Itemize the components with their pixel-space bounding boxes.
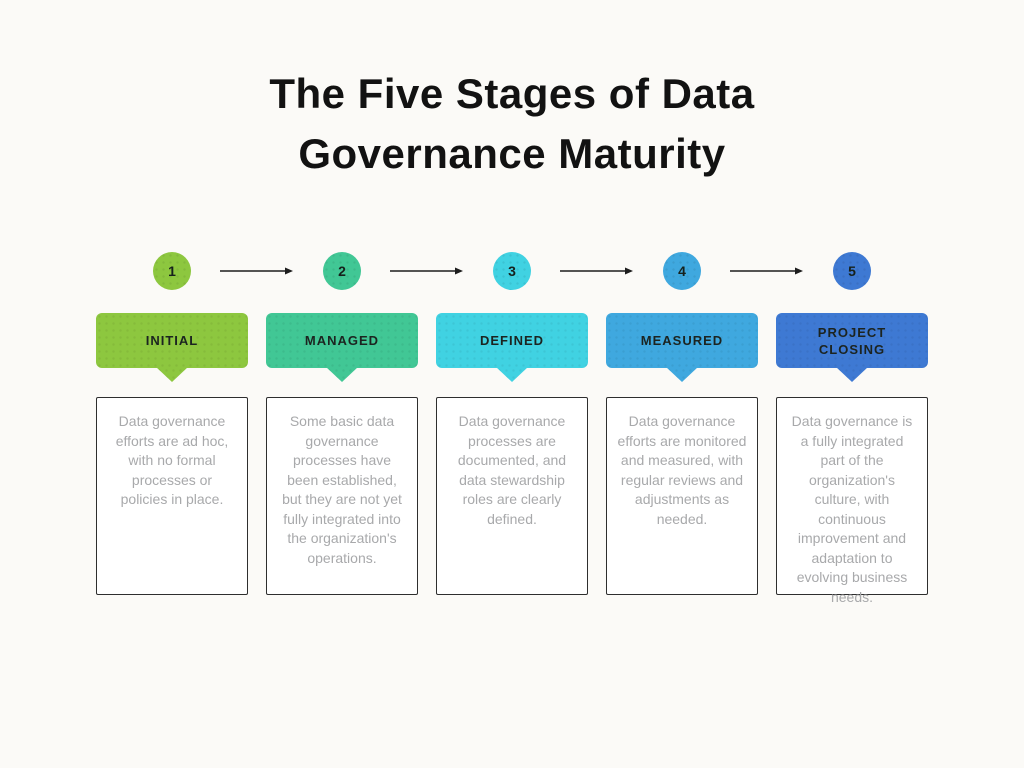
pointer-tail bbox=[836, 367, 868, 382]
pointer-tail bbox=[156, 367, 188, 382]
pointer-tail bbox=[326, 367, 358, 382]
stage-header-initial: INITIAL bbox=[96, 313, 248, 382]
stage-description: Some basic data governance processes hav… bbox=[282, 413, 402, 566]
stage-description-box-4: Data governance efforts are monitored an… bbox=[606, 397, 758, 595]
stage-number-badge-3: 3 bbox=[493, 252, 531, 290]
stage-label: INITIAL bbox=[145, 333, 199, 348]
stage-column-5: PROJECT CLOSING bbox=[776, 313, 928, 382]
stage-column-3: DEFINED bbox=[436, 313, 588, 382]
stage-header-measured: MEASURED bbox=[606, 313, 758, 382]
stage-column-4: 4 bbox=[606, 252, 758, 290]
stage-description-row: Data governance efforts are ad hoc, with… bbox=[96, 397, 928, 605]
stage-column-4: MEASURED bbox=[606, 313, 758, 382]
stage-number-badge-1: 1 bbox=[153, 252, 191, 290]
stage-description: Data governance processes are documented… bbox=[457, 413, 567, 527]
page-title-line2: Governance Maturity bbox=[298, 130, 726, 177]
pointer-tail bbox=[496, 367, 528, 382]
arrow-right-icon bbox=[220, 267, 293, 275]
stage-column-1: 1 bbox=[96, 252, 248, 290]
stage-column-5: Data governance is a fully integrated pa… bbox=[776, 397, 928, 605]
stage-column-5: 5 bbox=[776, 252, 928, 290]
arrow-right-icon bbox=[560, 267, 633, 275]
stage-column-2: 2 bbox=[266, 252, 418, 290]
stage-number-badge-4: 4 bbox=[663, 252, 701, 290]
page-title: The Five Stages of Data Governance Matur… bbox=[0, 0, 1024, 184]
stage-description: Data governance is a fully integrated pa… bbox=[791, 413, 913, 605]
stage-column-2: Some basic data governance processes hav… bbox=[266, 397, 418, 595]
stage-description: Data governance efforts are ad hoc, with… bbox=[115, 413, 229, 507]
stage-column-2: MANAGED bbox=[266, 313, 418, 382]
stage-column-3: Data governance processes are documented… bbox=[436, 397, 588, 595]
stage-description-box-2: Some basic data governance processes hav… bbox=[266, 397, 418, 595]
stage-label-row: INITIAL MANAGED DEFINED MEASURED bbox=[96, 313, 928, 382]
stage-column-1: Data governance efforts are ad hoc, with… bbox=[96, 397, 248, 595]
arrow-right-icon bbox=[730, 267, 803, 275]
stage-header-project-closing: PROJECT CLOSING bbox=[776, 313, 928, 382]
stage-number-badge-5: 5 bbox=[833, 252, 871, 290]
arrow-right-icon bbox=[390, 267, 463, 275]
stage-column-1: INITIAL bbox=[96, 313, 248, 382]
stage-number-badge-2: 2 bbox=[323, 252, 361, 290]
stage-column-4: Data governance efforts are monitored an… bbox=[606, 397, 758, 595]
stage-column-3: 3 bbox=[436, 252, 588, 290]
stage-label: MANAGED bbox=[304, 333, 380, 348]
stage-label: MEASURED bbox=[640, 333, 724, 348]
stage-description-box-3: Data governance processes are documented… bbox=[436, 397, 588, 595]
stage-description: Data governance efforts are monitored an… bbox=[617, 413, 747, 527]
stage-description-box-1: Data governance efforts are ad hoc, with… bbox=[96, 397, 248, 595]
stage-description-box-5: Data governance is a fully integrated pa… bbox=[776, 397, 928, 605]
stage-header-managed: MANAGED bbox=[266, 313, 418, 382]
stages-diagram: 1 2 3 4 5 bbox=[96, 252, 928, 605]
stage-label: PROJECT CLOSING bbox=[817, 324, 887, 357]
pointer-tail bbox=[666, 367, 698, 382]
stage-label: DEFINED bbox=[479, 333, 545, 348]
page-title-line1: The Five Stages of Data bbox=[269, 70, 755, 117]
stage-header-defined: DEFINED bbox=[436, 313, 588, 382]
stage-number-row: 1 2 3 4 5 bbox=[96, 252, 928, 290]
